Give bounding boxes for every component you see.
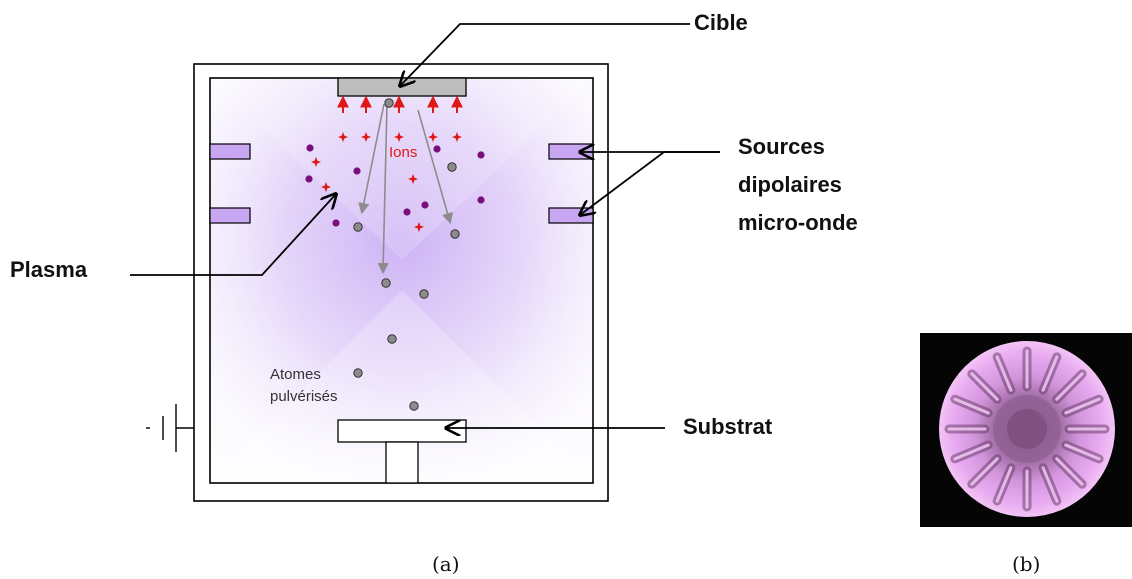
ion-marker — [311, 157, 321, 167]
ion-marker — [408, 174, 418, 184]
electron-dot — [477, 196, 485, 204]
ion-marker — [338, 132, 348, 142]
ion-marker — [428, 132, 438, 142]
sources-callout — [580, 152, 720, 215]
target-callout: Cible — [400, 10, 748, 86]
caption-b: (b) — [1012, 552, 1040, 576]
photo-source-glow — [1064, 443, 1101, 461]
caption-a: (a) — [432, 552, 460, 576]
electron-dot — [421, 201, 429, 209]
photo-source-glow — [970, 457, 999, 486]
ion-arrows — [337, 95, 463, 113]
plasma-callout: Plasma — [10, 194, 336, 282]
photo-source-glow — [970, 372, 999, 401]
ion-marker — [414, 222, 424, 232]
electron-dot — [403, 208, 411, 216]
atoms-label-line2: pulvérisés — [270, 388, 338, 405]
sputter-trajectories — [358, 103, 453, 275]
atom-dot — [447, 162, 457, 172]
target-plate — [337, 77, 467, 97]
electron-dot — [477, 151, 485, 159]
atom-dot — [387, 334, 397, 344]
photo-source-glow — [953, 443, 990, 461]
source-left-top — [209, 143, 251, 160]
sources-label-line1: Sources — [738, 134, 825, 159]
atom-dot — [419, 289, 429, 299]
ion-marker — [321, 182, 331, 192]
ion-marker — [394, 132, 404, 142]
ion-markers — [311, 132, 462, 232]
electron-dot — [306, 144, 314, 152]
photo-source-glow — [1055, 372, 1084, 401]
photo-source-glow — [995, 355, 1013, 392]
plasma-label: Plasma — [10, 257, 88, 282]
atom-dots — [353, 98, 460, 411]
sources-label-line3: micro-onde — [738, 210, 858, 235]
ions-label: Ions — [389, 144, 417, 161]
electron-dot — [433, 145, 441, 153]
atom-dot — [381, 278, 391, 288]
atom-dot — [353, 368, 363, 378]
electron-dot — [305, 175, 313, 183]
photo-source-glow — [1041, 466, 1059, 503]
plasma-photo-glow — [939, 341, 1115, 517]
atom-dot — [384, 98, 394, 108]
photo-source-glow — [1041, 355, 1059, 392]
electron-dots — [305, 144, 485, 227]
photo-source-glow — [953, 397, 990, 415]
substrate-holder — [385, 441, 419, 484]
substrate-plate — [337, 419, 467, 443]
photo-source-glow — [1064, 397, 1101, 415]
atoms-label-line1: Atomes — [270, 366, 321, 383]
atom-dot — [409, 401, 419, 411]
ground-symbol — [146, 404, 194, 452]
atom-dot — [450, 229, 460, 239]
photo-source-glow — [995, 466, 1013, 503]
target-label: Cible — [694, 10, 748, 35]
sources-label-line2: dipolaires — [738, 172, 842, 197]
photo-source-glow — [1055, 457, 1084, 486]
substrate-callout: Substrat — [446, 414, 773, 439]
plasma-glow — [211, 79, 592, 482]
panel-b: (b) — [920, 333, 1132, 576]
atom-dot — [353, 222, 363, 232]
panel-a: Ions Atomes pulvérisés Cible Sources dip… — [10, 10, 858, 576]
ion-marker — [361, 132, 371, 142]
electron-dot — [332, 219, 340, 227]
source-left-bottom — [209, 207, 251, 224]
substrate-label: Substrat — [683, 414, 773, 439]
ion-marker — [452, 132, 462, 142]
electron-dot — [353, 167, 361, 175]
